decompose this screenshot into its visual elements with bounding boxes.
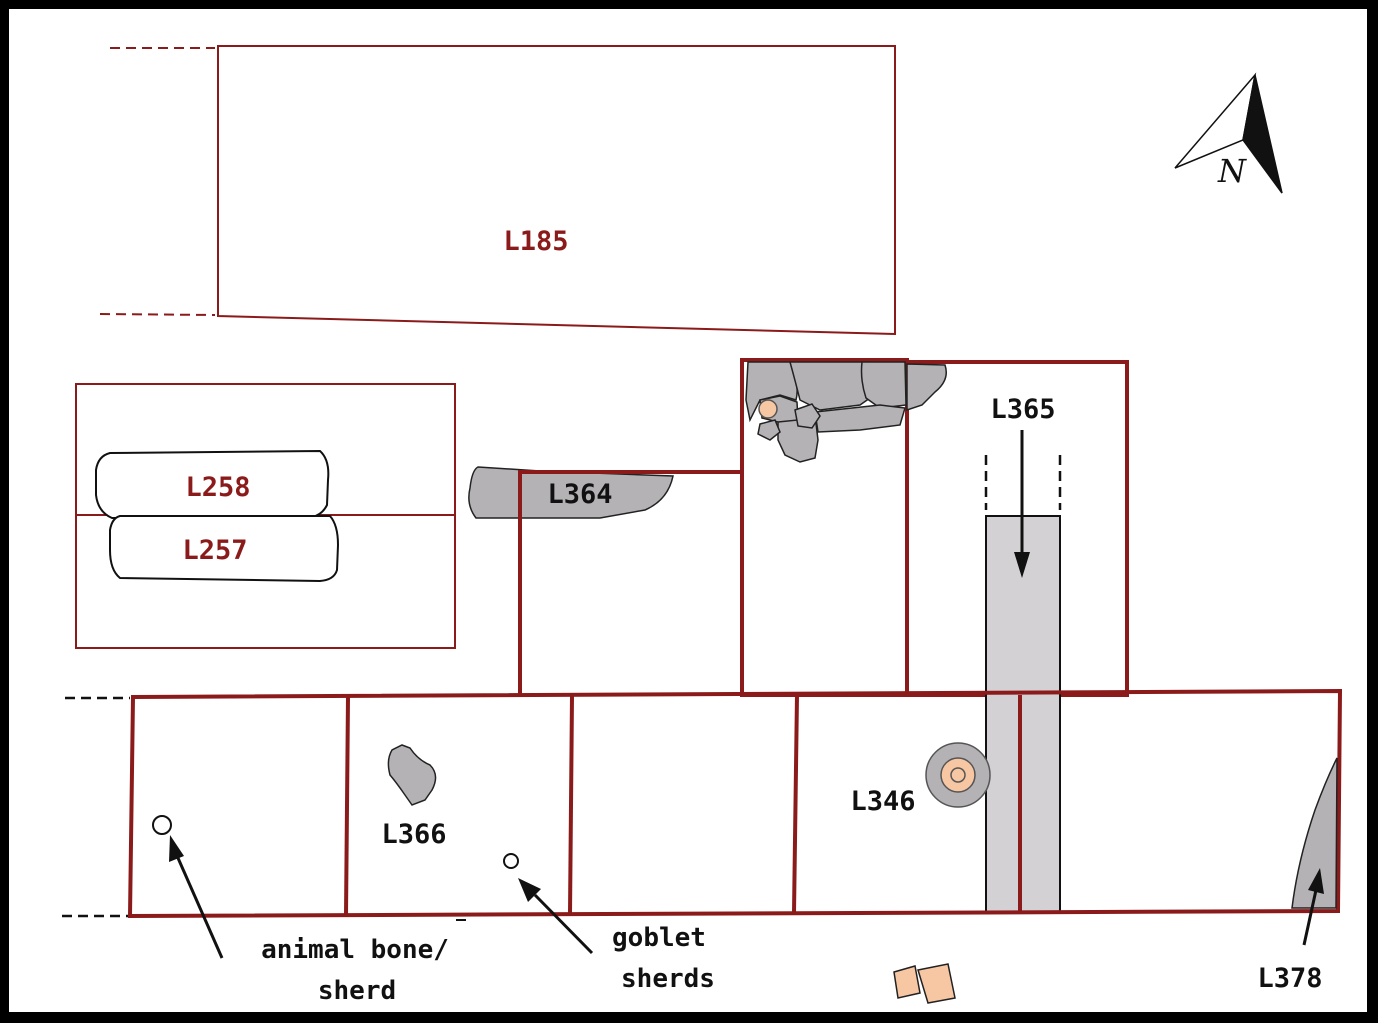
- stone-cluster-5: [814, 404, 906, 433]
- label-l185: L185: [503, 226, 568, 257]
- arrow-goblet-head: [518, 878, 541, 902]
- north-label: N: [1217, 152, 1247, 190]
- room-l364: [518, 470, 741, 695]
- arrow-l365-head: [1014, 552, 1030, 578]
- find-goblet-sherds: [503, 853, 519, 869]
- note-animal-line1: animal bone/: [261, 935, 449, 965]
- label-l346: L346: [850, 786, 915, 817]
- stone-cluster-9: [757, 419, 781, 441]
- stone-cluster-3: [860, 361, 907, 409]
- note-goblet-line2: sherds: [621, 964, 715, 994]
- label-l378: L378: [1257, 963, 1322, 994]
- find-circle-icon: [758, 399, 778, 419]
- stone-l378: [1291, 757, 1338, 909]
- room-south-row: [127, 688, 1343, 919]
- label-l258: L258: [185, 472, 250, 503]
- wall-south-3: [792, 694, 799, 914]
- trench-l365: [985, 515, 1061, 913]
- label-l257: L257: [182, 535, 247, 566]
- stone-l366: [387, 744, 437, 806]
- wall-south-2: [568, 695, 574, 915]
- label-l366: L366: [381, 819, 446, 850]
- pottery-sherd-icon: [893, 963, 956, 1004]
- wall-south-1: [344, 696, 350, 916]
- stone-cluster-8: [794, 403, 821, 429]
- arrow-l378-shaft: [1302, 889, 1318, 946]
- arrow-l378-head: [1308, 868, 1324, 894]
- note-animal-line2: sherd: [318, 976, 396, 1006]
- label-l365: L365: [990, 394, 1055, 425]
- stone-cluster-4: [906, 363, 947, 412]
- installation-l346-core: [950, 767, 966, 783]
- installation-l346-inner: [940, 757, 976, 793]
- note-goblet-line1: goblet: [612, 923, 706, 953]
- arrow-animal-shaft: [176, 857, 224, 959]
- slab-l257: [109, 515, 340, 583]
- label-l364: L364: [547, 479, 612, 510]
- find-animal-bone: [152, 815, 172, 835]
- arrow-goblet-shaft: [533, 893, 594, 955]
- arrow-animal-head: [169, 835, 184, 862]
- room-l185-dash-bottom: [99, 313, 216, 316]
- room-l185: [217, 45, 896, 336]
- north-arrow-icon: [1174, 72, 1283, 194]
